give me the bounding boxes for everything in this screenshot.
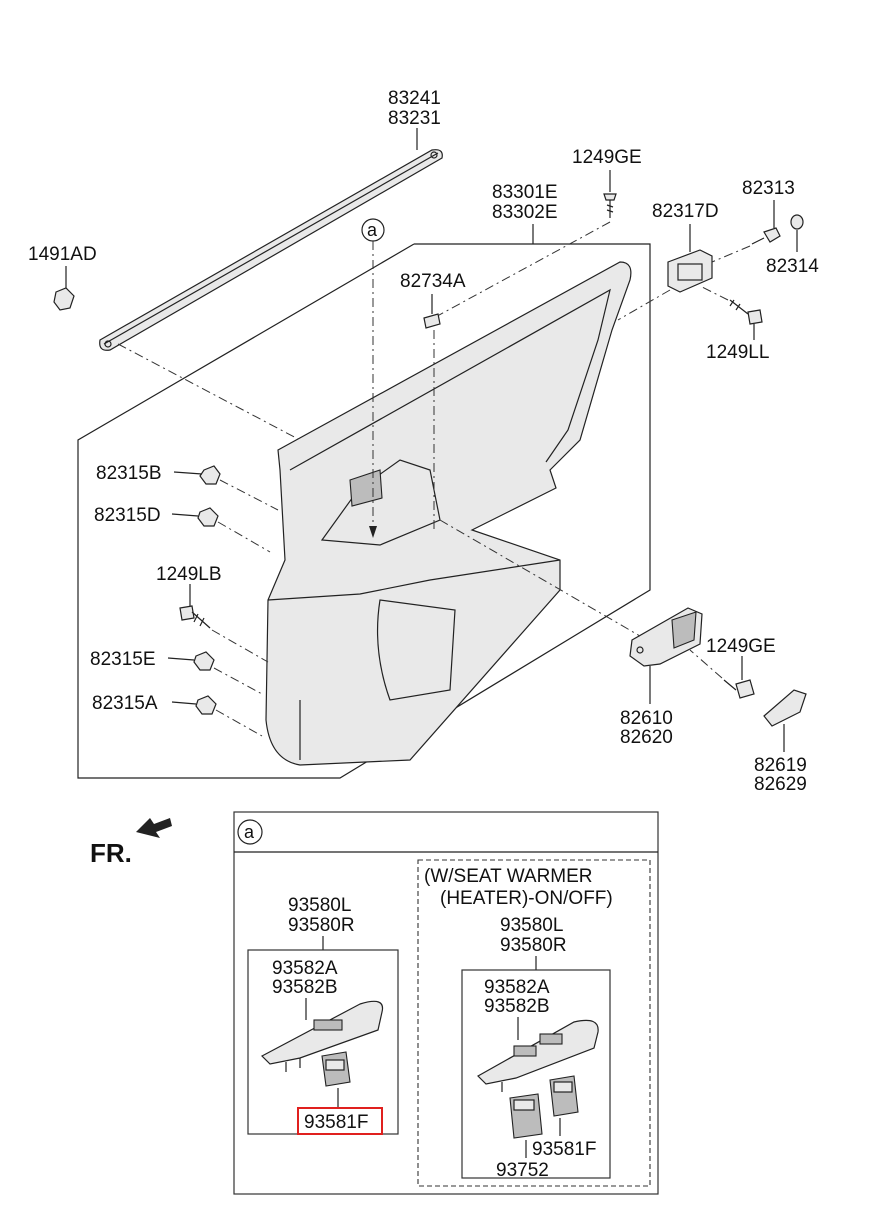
heater-switch-label: 93752 (496, 1160, 549, 1181)
right-bezel-b-label: 93582B (484, 996, 550, 1017)
label-82315b: 82315B (96, 463, 162, 484)
dash-screw-top (429, 221, 611, 321)
highlight-93581f (297, 1107, 383, 1135)
clip-82315e-part (193, 651, 215, 671)
label-1249ge-low: 1249GE (706, 636, 776, 657)
right-bezel-a-label: 93582A (484, 977, 550, 998)
dash-1249ll (699, 285, 729, 301)
right-assy-l-label: 93580L (500, 915, 563, 936)
label-82610: 82610 (620, 708, 673, 729)
dash-1249lb (211, 629, 269, 663)
left-assy-r-label: 93580R (288, 915, 355, 936)
label-82313: 82313 (742, 178, 795, 199)
clip-82315a-part (195, 695, 217, 715)
left-switch-label: 93581F (304, 1112, 368, 1133)
dash-82317d (617, 289, 671, 321)
label-1249ge-top: 1249GE (572, 147, 642, 168)
arrow-callout-a (369, 526, 377, 538)
left-assy-l-label: 93580L (288, 895, 351, 916)
dash-weatherstrip (117, 343, 301, 441)
label-82619: 82619 (754, 755, 807, 776)
label-83301e: 83301E (492, 182, 558, 203)
left-bezel-b-label: 93582B (272, 977, 338, 998)
leader-82315a (171, 701, 197, 705)
front-label: FR. (90, 838, 132, 868)
dash-82313 (711, 245, 751, 263)
label-1491ad: 1491AD (28, 244, 97, 265)
seat-warmer-variant-box (417, 859, 651, 1187)
right-switch-label: 93581F (532, 1139, 596, 1160)
dash-82315b (219, 479, 279, 511)
right-assy-r-label: 93580R (500, 935, 567, 956)
exploded-view-frame (77, 243, 651, 779)
label-82734a: 82734A (400, 271, 466, 292)
left-bezel-a-label: 93582A (272, 958, 338, 979)
weatherstrip-part (99, 149, 443, 351)
callout-a-label: a (367, 220, 378, 240)
cover-82619-part (763, 689, 807, 727)
label-82620: 82620 (620, 727, 673, 748)
leader-82315b (173, 471, 203, 475)
label-1249ll: 1249LL (706, 342, 769, 363)
dash-1249ge-low (689, 649, 723, 679)
screw-1249ge-low-part (723, 679, 755, 699)
label-1249lb: 1249LB (156, 564, 222, 585)
door-trim-panel-part (265, 261, 632, 766)
leader-82315e (167, 657, 195, 661)
label-82629: 82629 (754, 774, 807, 795)
left-switch-bezel-part (261, 1000, 384, 1072)
heater-switch-93752-part (509, 1093, 543, 1139)
clip-82315d-part (197, 507, 219, 527)
screw-1249lb-part (179, 605, 211, 629)
clip-82315b-part (199, 465, 221, 485)
nut-82314-part (790, 214, 804, 230)
leader-82315d (171, 513, 199, 517)
dash-82315a (215, 709, 263, 737)
detail-box-a (233, 811, 659, 1195)
inside-handle-82610-part (629, 607, 703, 667)
right-assy-box (461, 969, 611, 1179)
label-83241: 83241 (388, 88, 441, 109)
left-window-switch-part (321, 1051, 351, 1087)
seat-warmer-note-2: (HEATER)-ON/OFF) (440, 888, 613, 909)
label-82315e: 82315E (90, 649, 156, 670)
label-83302e: 83302E (492, 202, 558, 223)
clip-82734a-part (423, 313, 441, 329)
label-82315d: 82315D (94, 505, 161, 526)
dash-inside-handle (439, 519, 641, 637)
front-direction-arrow (136, 818, 172, 838)
screw-1249ll-part (729, 299, 763, 325)
label-82315a: 82315A (92, 693, 158, 714)
detail-ref-label: a (244, 822, 255, 842)
label-82314: 82314 (766, 256, 819, 277)
right-window-switch-part (549, 1075, 579, 1117)
label-83231: 83231 (388, 108, 441, 129)
seat-warmer-note-1: (W/SEAT WARMER (424, 866, 593, 887)
bolt-82313-part (751, 227, 781, 245)
label-82317d: 82317D (652, 201, 719, 222)
dash-82315d (217, 521, 271, 553)
screw-1249ge-top-part (603, 193, 617, 218)
dash-82315e (213, 667, 263, 695)
clip-1491ad-part (53, 287, 75, 311)
bracket-82317d-part (667, 249, 713, 293)
right-switch-bezel-part (477, 1019, 599, 1092)
